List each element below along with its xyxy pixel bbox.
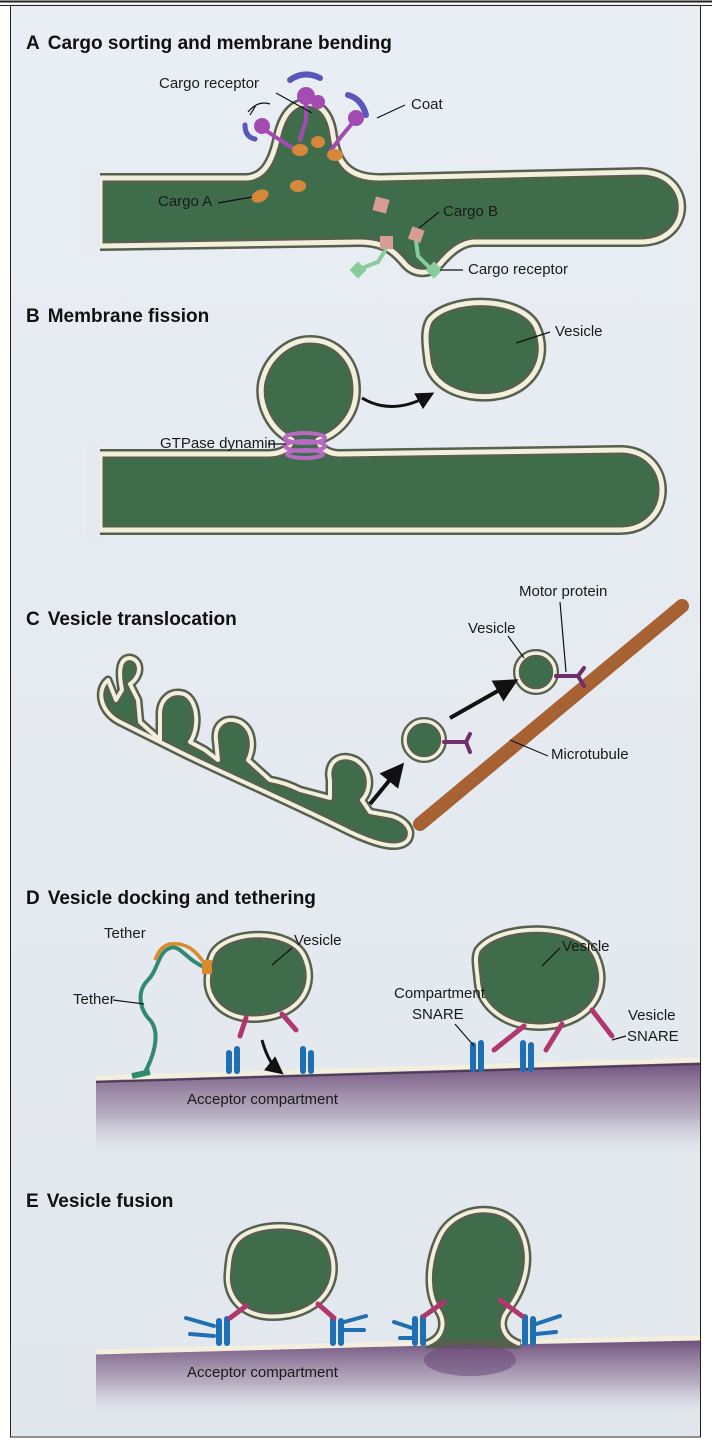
tether-anchor [202,960,212,974]
label-tether-bottom: Tether [73,991,115,1008]
label-cargo-a: Cargo A [158,193,212,210]
label-cargo-receptor-bottom: Cargo receptor [468,261,568,278]
label-tether-top: Tether [104,925,146,942]
receptor-head-3 [311,95,325,109]
label-vesicle-b: Vesicle [555,323,603,340]
receptor-head-1 [254,118,270,134]
label-cargo-b: Cargo B [443,203,498,220]
organelle-b-cut [86,444,100,540]
label-vesicle-c: Vesicle [468,620,516,637]
label-vesicle-d-right: Vesicle [562,938,610,955]
label-vesicle-d-left: Vesicle [294,932,342,949]
label-compartment-snare-2: SNARE [412,1006,464,1023]
receptor-head-4 [348,110,364,126]
label-dynamin: GTPase dynamin [160,435,276,452]
tether-foot [132,1072,150,1076]
label-acceptor-d: Acceptor compartment [187,1091,339,1108]
label-vesicle-snare-2: SNARE [627,1028,679,1045]
label-acceptor-e: Acceptor compartment [187,1364,339,1381]
label-coat: Coat [411,96,444,113]
label-vesicle-snare-1: Vesicle [628,1007,676,1024]
label-microtubule: Microtubule [551,746,629,763]
label-motor-protein: Motor protein [519,583,607,600]
organelle-a-cut [86,170,100,254]
fusion-pore [424,1344,516,1376]
label-cargo-receptor-top: Cargo receptor [159,75,259,92]
label-compartment-snare-1: Compartment [394,985,486,1002]
